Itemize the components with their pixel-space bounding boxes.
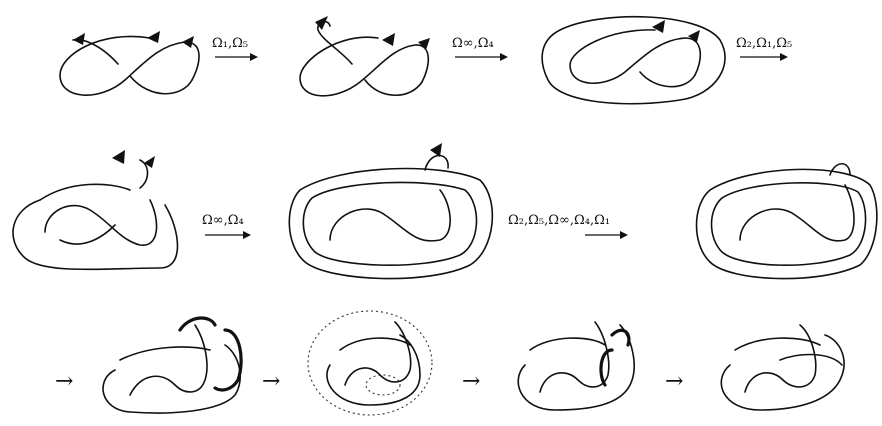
move-arrow: →: [665, 369, 683, 394]
move-arrow: Ω∞,Ω₄: [202, 213, 251, 239]
move-arrow: Ω₂,Ω₅,Ω∞,Ω₄,Ω₁: [508, 213, 628, 239]
arrowhead-icon: [430, 143, 442, 157]
move-label: Ω∞,Ω₄: [202, 213, 244, 228]
arrowhead-icon: [73, 33, 85, 45]
arrowhead-icon: [382, 33, 395, 46]
diagram-7-bold-strand: [102, 316, 243, 414]
bold-strand: [178, 316, 243, 392]
diagram-5-nested: [288, 143, 494, 280]
move-arrow: Ω₂,Ω₁,Ω₅: [736, 36, 792, 61]
arrowhead-icon: [182, 36, 194, 48]
move-arrow: →: [262, 369, 280, 394]
move-arrow: →: [55, 369, 73, 394]
move-arrow: Ω∞,Ω₄: [452, 36, 508, 61]
arrowhead-icon: [315, 16, 328, 30]
diagram-6-nested-simplified: [695, 162, 878, 280]
move-arrow-glyph: →: [462, 369, 480, 394]
move-arrow: Ω₁,Ω₅: [212, 36, 258, 61]
move-arrow-glyph: →: [665, 369, 683, 394]
arrowhead-icon: [147, 31, 160, 43]
move-label: Ω₂,Ω₅,Ω∞,Ω₄,Ω₁: [508, 213, 610, 228]
diagram-10-final: [720, 324, 845, 411]
move-label: Ω₂,Ω₁,Ω₅: [736, 36, 792, 51]
move-label: Ω∞,Ω₄: [452, 36, 494, 51]
diagram-2-twisted-loop: [299, 16, 430, 97]
arrowhead-icon: [688, 30, 700, 42]
diagram-1-figure-eight: [59, 31, 200, 96]
move-label: Ω₁,Ω₅: [212, 36, 248, 51]
diagram-8-dotted-disk: [307, 310, 433, 416]
arrowhead-icon: [144, 156, 155, 168]
arrowhead-icon: [418, 38, 430, 50]
arrowhead-icon: [652, 20, 665, 33]
diagram-3-encircled: [541, 15, 726, 105]
move-arrow: →: [462, 369, 480, 394]
bold-strand: [599, 328, 631, 387]
arrowhead-icon: [112, 150, 125, 164]
move-arrow-glyph: →: [262, 369, 280, 394]
diagram-4-double-twist: [12, 150, 179, 271]
diagram-9-bold-clasp: [517, 321, 635, 411]
dotted-inner-disk: [365, 374, 401, 396]
dotted-boundary: [307, 310, 433, 416]
move-arrow-glyph: →: [55, 369, 73, 394]
